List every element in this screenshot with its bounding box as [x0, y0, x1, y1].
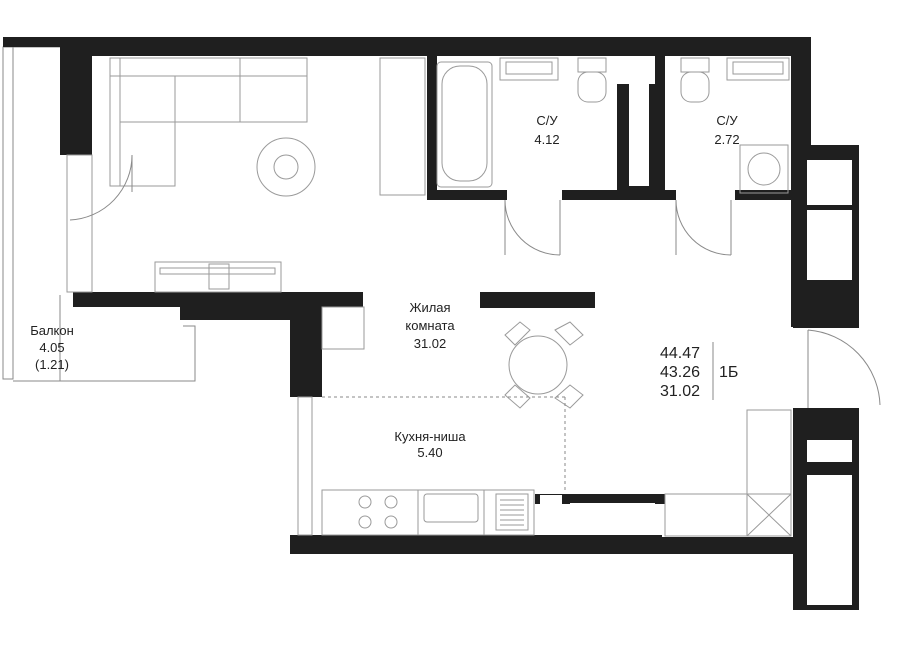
bathroom1-name: С/У [536, 113, 558, 128]
furniture [66, 57, 792, 537]
living-name-line2: комната [405, 318, 455, 333]
doors [69, 154, 881, 490]
living-area: 31.02 [414, 336, 447, 351]
kitchen-area: 5.40 [417, 445, 442, 460]
balcony-name: Балкон [30, 323, 74, 338]
walls [3, 37, 859, 610]
balcony-area: 4.05 [39, 340, 64, 355]
living-name-line1: Жилая [409, 300, 450, 315]
living-area-total: 31.02 [660, 383, 700, 400]
total-area: 44.47 [660, 345, 700, 362]
area-without-balcony: 43.26 [660, 364, 700, 381]
bathroom1-area: 4.12 [534, 132, 559, 147]
balcony-area-reduced: (1.21) [35, 357, 69, 372]
kitchen-name: Кухня-ниша [394, 429, 466, 444]
layout-code: 1Б [719, 364, 738, 381]
area-summary: 44.47 43.26 31.02 1Б [660, 342, 738, 400]
bathroom2-area: 2.72 [714, 132, 739, 147]
bathroom2-name: С/У [716, 113, 738, 128]
